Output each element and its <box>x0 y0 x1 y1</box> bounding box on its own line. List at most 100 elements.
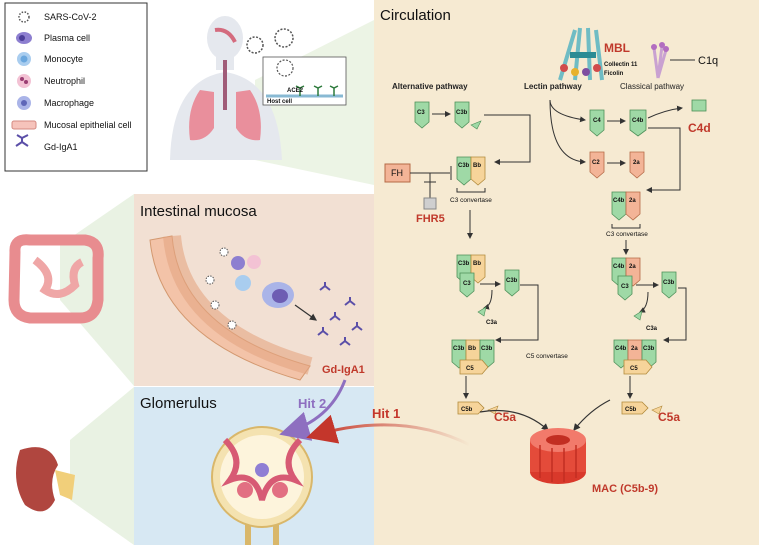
ficolin-label: Ficolin <box>604 71 624 77</box>
mbl-icon <box>558 27 604 81</box>
c3-convertase-alt-label: C3 convertase <box>450 197 492 204</box>
legend-label-5: Mucosal epithelial cell <box>44 120 132 130</box>
ace2-inset: ACE2 Host cell <box>262 56 347 106</box>
alt-c5-text: C5 <box>466 366 474 372</box>
c1q-label: C1q <box>698 55 718 67</box>
c3b-alt2: C3b <box>504 269 520 297</box>
legend: SARS-CoV-2 Plasma cell Monocyte Neutroph… <box>4 2 148 172</box>
intestine-icon <box>8 234 104 324</box>
epithelial-cell-icon <box>11 120 37 130</box>
c5a-alt-label: C5a <box>494 410 516 424</box>
arrow-to-c5conv-alt <box>495 284 539 343</box>
c3-cleavage-alt: C3b Bb C3 <box>456 254 486 298</box>
c4b-text: C4b <box>632 118 644 124</box>
circulation-title: Circulation <box>380 7 451 24</box>
arrow-to-c3conv-cls <box>646 127 681 193</box>
arrow-to-convertase-alt <box>484 114 531 165</box>
mbl-label: MBL <box>604 41 630 55</box>
human-figure <box>170 16 282 160</box>
arrow-to-c5conv-cls <box>663 287 687 343</box>
fhr5-block <box>423 197 437 210</box>
legend-label-4: Macrophage <box>44 98 94 108</box>
conv-c3b-text: C3b <box>458 163 470 169</box>
gd-iga1-molecules <box>317 282 363 346</box>
arrow-lectin-c2 <box>549 99 586 165</box>
c3-text: C3 <box>417 110 425 116</box>
mucosal-epithelium <box>149 235 313 381</box>
mucosa-arrow <box>294 304 317 321</box>
kidney-connector <box>70 387 134 545</box>
virus-particles <box>246 28 294 54</box>
c3b-text: C3b <box>456 110 468 116</box>
c4-block: C4 <box>589 109 605 137</box>
c4d-block <box>691 99 707 112</box>
lectin-pathway-title: Lectin pathway <box>524 82 582 91</box>
c2a-text: 2a <box>633 160 640 166</box>
cls-c5-text: C5 <box>630 366 638 372</box>
cls2-2a-text: 2a <box>629 264 636 270</box>
alt3-c3b-text: C3b <box>453 346 465 352</box>
c3a-alt-text: C3a <box>486 320 498 326</box>
glomerulus-icon <box>211 426 313 545</box>
cls2-c4b-text: C4b <box>613 264 625 270</box>
cls-c4b-text: C4b <box>613 198 625 204</box>
arrow-cls-mac <box>573 399 611 431</box>
cls3-2a-text: 2a <box>631 346 638 352</box>
intestinal-title: Intestinal mucosa <box>140 203 257 220</box>
legend-label-1: Plasma cell <box>44 33 90 43</box>
c5-convertase-cls: C4b 2a C3b C5 <box>613 339 657 375</box>
macrophage-icon <box>17 96 31 110</box>
c5a-cls-label: C5a <box>658 410 680 424</box>
legend-label-2: Monocyte <box>44 54 83 64</box>
collectin-label: Collectin 11 <box>604 62 638 68</box>
c3a-alt <box>477 306 487 317</box>
alt3-bb-text: Bb <box>468 346 476 352</box>
plasma-cell-icon <box>16 32 32 44</box>
monocyte-icon <box>17 52 31 66</box>
c5-convertase-alt: C3b Bb C3b C5 <box>451 339 495 375</box>
c3a-cls <box>633 310 643 321</box>
c4d-label: C4d <box>688 121 711 135</box>
c3b-cls2: C3b <box>661 271 677 299</box>
cls3-c4b-text: C4b <box>615 346 627 352</box>
lungs-icon <box>189 90 261 141</box>
c3-convertase-cls: C4b 2a <box>611 191 641 229</box>
c5b-alt: C5b <box>457 401 499 415</box>
alt2-c3b-text: C3b <box>458 261 470 267</box>
c3-block-alt: C3 <box>414 101 430 129</box>
alt2-bb-text: Bb <box>473 261 481 267</box>
alt-c5b-text: C5b <box>461 407 473 413</box>
mac-complex-icon <box>530 428 586 484</box>
cls3-c3b-text: C3b <box>643 346 655 352</box>
c3b-block-alt: C3b <box>454 101 482 130</box>
mac-label: MAC (C5b-9) <box>592 483 658 495</box>
alternative-pathway-title: Alternative pathway <box>392 82 468 91</box>
virus-icon <box>18 11 30 23</box>
legend-label-6: Gd-IgA1 <box>44 142 78 152</box>
c5-convertase-label: C5 convertase <box>526 353 568 360</box>
fh-block: FH <box>384 163 411 183</box>
cls2-c3-text: C3 <box>621 284 629 290</box>
cls-c5b-text: C5b <box>625 407 637 413</box>
legend-label-0: SARS-CoV-2 <box>44 12 97 22</box>
c2a-block: 2a <box>629 151 645 179</box>
hit1-label: Hit 1 <box>372 406 400 421</box>
c5b-cls: C5b <box>621 401 663 415</box>
fh-text: FH <box>391 168 403 178</box>
hit2-label: Hit 2 <box>298 396 326 411</box>
alt3-c3b2-text: C3b <box>481 346 493 352</box>
cls2-c3b-text: C3b <box>663 280 675 286</box>
host-cell-label: Host cell <box>267 99 292 105</box>
c3a-cls-text: C3a <box>646 326 658 332</box>
igA-icon <box>15 134 29 147</box>
c3-convertase-alt: C3b Bb <box>456 156 486 193</box>
glomerulus-title: Glomerulus <box>140 395 217 412</box>
classical-pathway-title: Classical pathway <box>620 82 684 91</box>
gd-iga1-label: Gd-IgA1 <box>322 364 365 376</box>
c4b-block: C4b <box>629 109 647 137</box>
cls-2a-text: 2a <box>629 198 636 204</box>
c1q-icon <box>651 42 695 79</box>
hit1-arrow <box>306 414 471 447</box>
